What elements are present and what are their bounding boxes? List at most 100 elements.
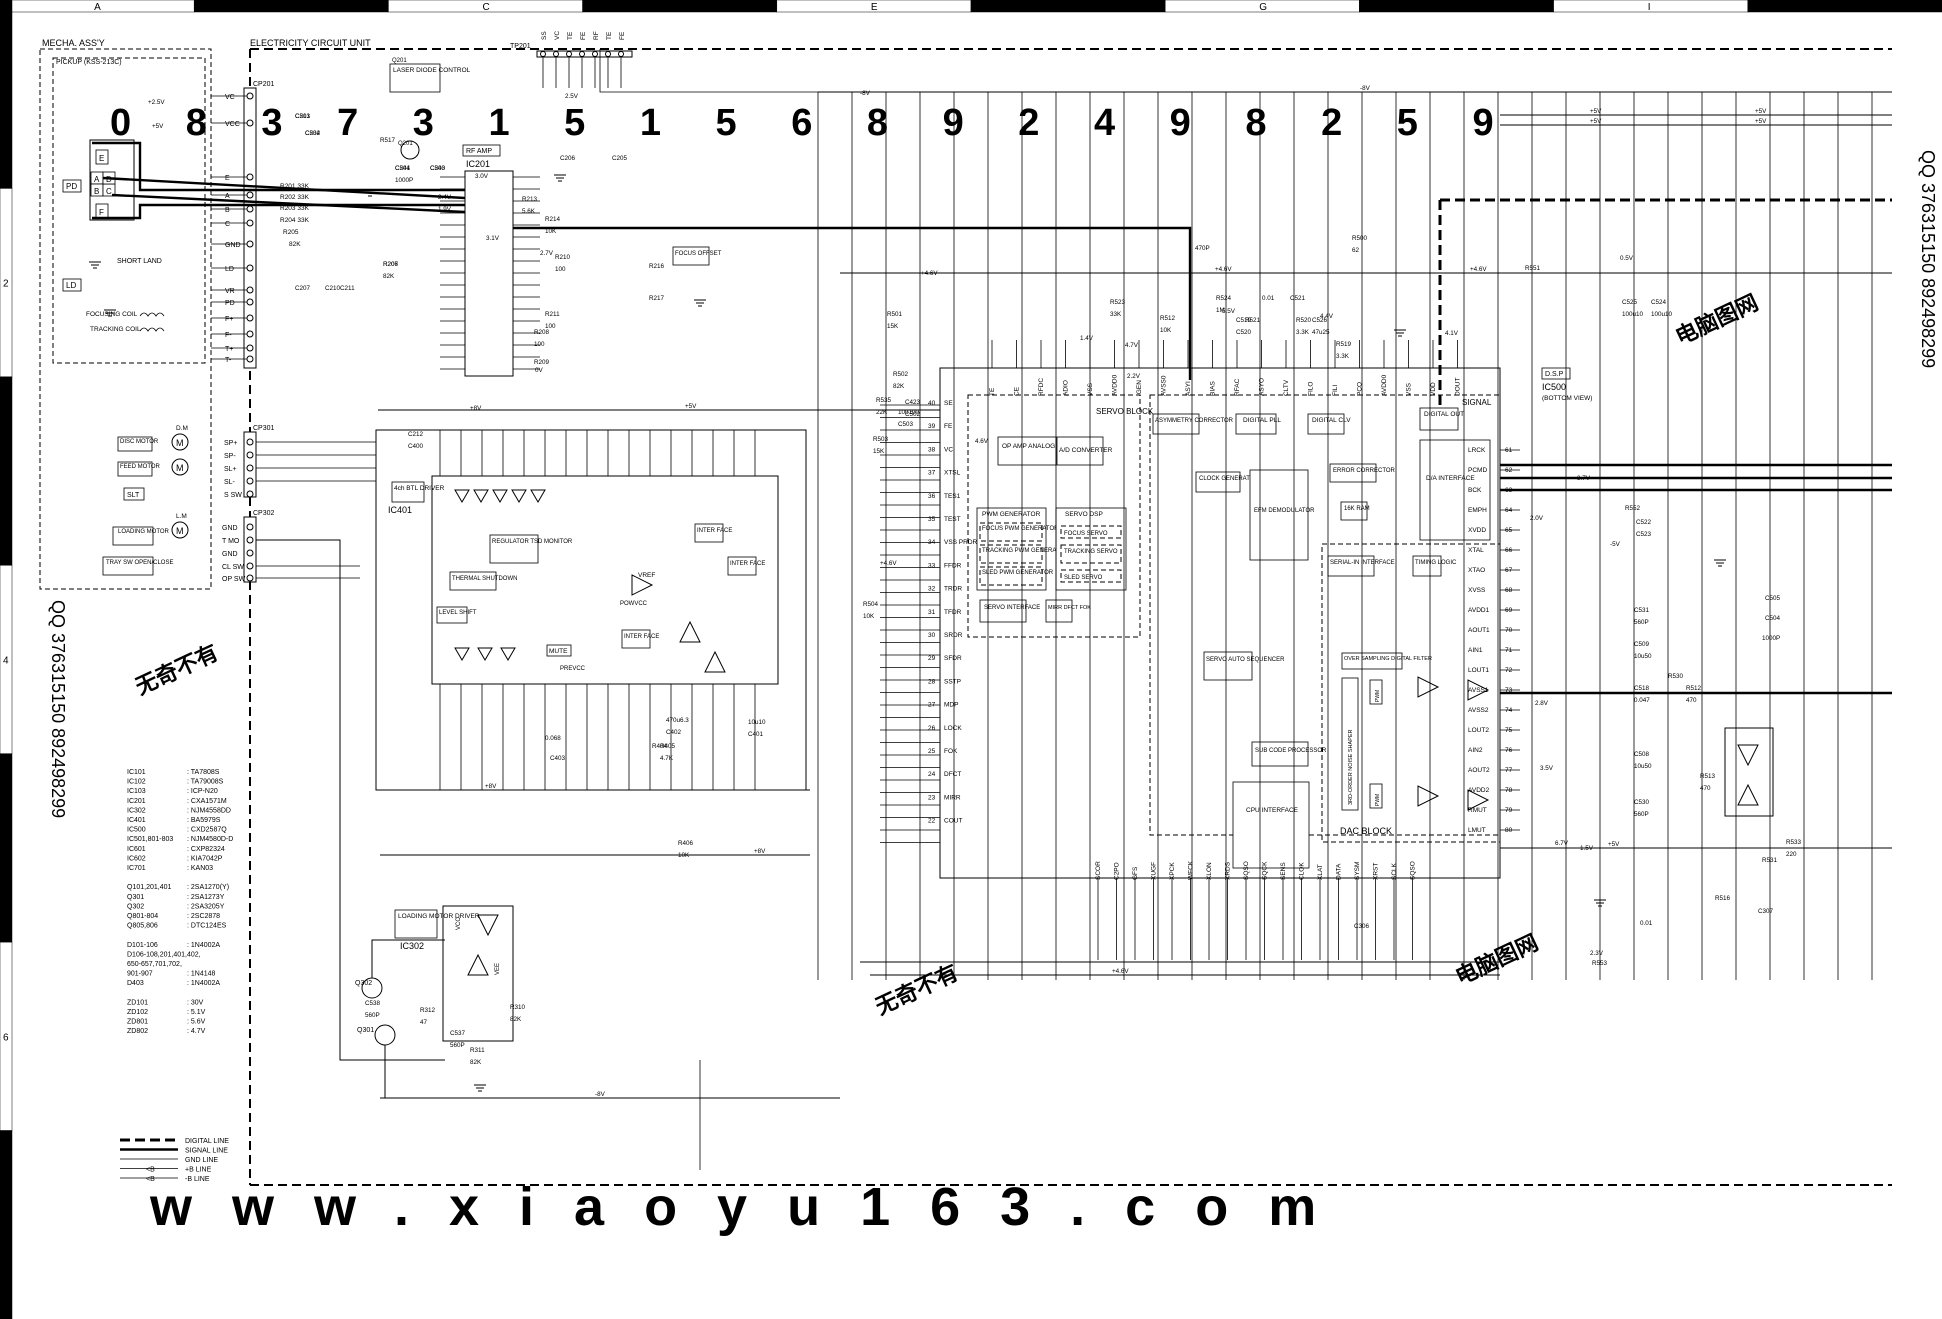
dsp-top-pin-name: VSS [1087, 382, 1094, 396]
dsp-bottom-pin-name: XPCK [1169, 862, 1176, 880]
dsp-right-pin-name: XVDD [1468, 527, 1486, 534]
dsp-right-pin-name: AVSS1 [1468, 687, 1489, 694]
dsp-right-pin-name: LOUT1 [1468, 667, 1489, 674]
resistor-label: R210 [555, 254, 571, 261]
resistor-label: 82K [470, 1059, 482, 1066]
dac-amp-4 [1467, 789, 1490, 811]
resistor-label: R523 [1110, 299, 1126, 306]
resistor-label: R551 [1525, 265, 1541, 272]
cp302-pin [246, 574, 254, 582]
resistor-label: 5.6K [522, 208, 536, 215]
watermark-cn-3: 无奇不有 [132, 640, 222, 700]
dsp-left-pin-number: 24 [928, 771, 936, 778]
capacitor-label: C204 [395, 165, 411, 172]
grid-column-label: B [288, 2, 295, 13]
ic401-name-box [391, 481, 425, 503]
parts-list-part: : 1N4002A [187, 942, 220, 949]
legend-line-label: +B LINE [185, 1167, 212, 1174]
dsp-right-pin-name: AIN2 [1468, 747, 1483, 754]
capacitor-label: 10u10 [748, 719, 766, 726]
resistor-label: R503 [873, 436, 889, 443]
focus-pwm-label: FOCUS PWM GENERATOR [982, 526, 1059, 532]
parts-list-part: : 5.6V [187, 1019, 206, 1026]
dsp-bottom-pin-name: CLOK [1299, 862, 1306, 880]
grid-row-label: 4 [3, 656, 9, 667]
dsp-left-pin-number: 23 [928, 794, 936, 801]
parts-list-ref: ZD801 [127, 1019, 148, 1026]
parts-list-part: : 4.7V [187, 1028, 206, 1035]
capacitor-label: C526 [1312, 317, 1328, 324]
dsp-left-pin-number: 31 [928, 609, 936, 616]
dsp-right-pin-number: 66 [1505, 547, 1513, 554]
cp302-pin-label: GND [222, 525, 238, 532]
dsp-top-pin-name: CLTV [1283, 379, 1290, 396]
dsp-left-pin-number: 40 [928, 400, 936, 407]
pd-cell-e [95, 149, 109, 165]
capacitor-label: 470u6.3 [666, 717, 689, 724]
lm-label: L.M [176, 513, 187, 520]
voltage-label: 2.0V [1530, 515, 1544, 522]
dsp-left-pin-number: 37 [928, 470, 936, 477]
cp201-pin-label: PD [225, 300, 235, 307]
ic302-name: LOADING MOTOR DRIVER [398, 913, 480, 920]
capacitor-label: 560P [450, 1042, 465, 1049]
grid-row-label: 5 [3, 844, 9, 855]
resistor-label: R406 [678, 840, 694, 847]
pd-cell-c-label: C [106, 187, 112, 196]
rail-voltage-label: +5V [1755, 118, 1767, 125]
dsp-left-pin-name: LOCK [944, 725, 962, 732]
digital-out-block [1419, 407, 1459, 431]
tp201-label: TP201 [510, 43, 531, 50]
grid-row-label: 1 [3, 90, 9, 101]
cp302-pin-label: OP SW [222, 576, 246, 583]
voltage-label: 0.5V [1620, 255, 1634, 262]
dsp-right-pin-number: 70 [1505, 627, 1513, 634]
disc-motor-symbol [171, 433, 189, 451]
cp301-pin-label: SP+ [224, 440, 237, 447]
ic401-thermal-label: THERMAL SHUTDOWN [452, 576, 517, 582]
ic401-level-shift [436, 606, 468, 624]
dsp-left-pin-number: 28 [928, 678, 936, 685]
watermark-cn-2: 电脑图网 [1672, 290, 1762, 350]
q301-label: Q301 [357, 1027, 374, 1034]
dsp-left-pin-name: SSTP [944, 678, 961, 685]
voltage-label: +5V [152, 123, 164, 130]
pwm-small-2-label: PWM [1375, 794, 1381, 806]
ld-label-box [62, 278, 82, 292]
parts-list-part: : 1N4148 [187, 971, 216, 978]
subcode-block [1251, 741, 1309, 767]
voltage-label: 2.4V [438, 194, 452, 201]
resistor-label: 33K [1110, 311, 1122, 318]
ic201-name-box [462, 144, 501, 157]
pd-cell-f-label: F [99, 208, 104, 217]
rail-voltage-label: +4.6V [1112, 968, 1129, 975]
dsp-left-pin-name: TRDR [944, 586, 962, 593]
dsp-right-pin-name: AVDD1 [1468, 607, 1490, 614]
focus-servo-block [1060, 525, 1122, 539]
parts-list-ref: D101-106 [127, 942, 158, 949]
q302-label: Q302 [355, 980, 372, 987]
dsp-right-pin-number: 68 [1505, 587, 1513, 594]
ld-label: LD [66, 281, 76, 290]
grid-row-label: 7 [3, 1221, 9, 1232]
cp301-label: CP301 [253, 425, 275, 432]
resistor-label: R214 [545, 216, 561, 223]
focus-offset-box [672, 246, 710, 266]
ic401-bottom-amp [477, 647, 493, 661]
ad-block [1056, 436, 1104, 466]
output-opamp [1724, 727, 1774, 817]
resistor-label: 82K [510, 1016, 522, 1023]
dsp-left-pin-number: 32 [928, 586, 936, 593]
dsp-right-pin-name: RMUT [1468, 807, 1487, 814]
cpu-interface-label: CPU INTERFACE [1246, 807, 1299, 814]
ic302-amp-2 [467, 953, 489, 976]
cp302-pin [246, 562, 254, 570]
pd-resistor-label: R202 33K [280, 194, 310, 201]
dsp-right-pin-number: 64 [1505, 507, 1513, 514]
dsp-top-pin-name: BIAS [1210, 381, 1217, 396]
capacitor-label: C540 [430, 165, 446, 172]
